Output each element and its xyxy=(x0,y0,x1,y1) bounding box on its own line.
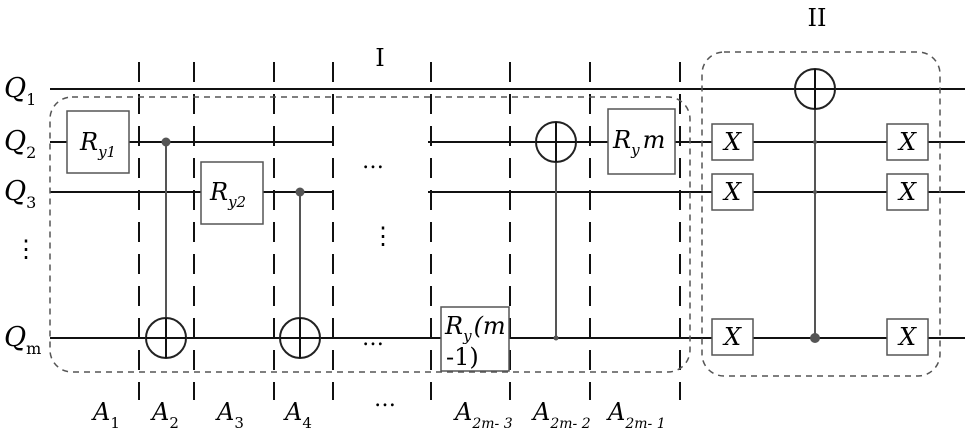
region-two-label: II xyxy=(808,4,827,32)
x-gate-q3-right: X xyxy=(886,173,929,211)
xor-target-cnot-1 xyxy=(145,317,187,359)
x-gate-q2-right: X xyxy=(886,123,929,161)
region-one-label: I xyxy=(375,44,384,72)
ellipsis-vertical-middle: ⋮ xyxy=(371,222,395,250)
control-dot-cnot-1 xyxy=(161,137,171,147)
gate-rym-minus-1: Ry(m -1) xyxy=(440,306,510,372)
svg-text:X: X xyxy=(722,178,742,206)
region-one-outline xyxy=(49,96,691,373)
step-label-a1: A1 xyxy=(91,398,120,432)
svg-text:X: X xyxy=(722,128,742,156)
x-gate-qm-left: X xyxy=(711,318,754,356)
step-label-ellipsis: … xyxy=(374,387,396,412)
ellipsis-q2: … xyxy=(362,149,384,174)
qubit-label-q2: Q2 xyxy=(4,126,36,162)
step-label-a4: A4 xyxy=(283,398,312,432)
qubit-wires xyxy=(50,88,965,339)
gate-ry2: Ry2 xyxy=(200,161,264,225)
control-dot-multi xyxy=(810,333,820,343)
step-label-a3: A3 xyxy=(215,398,244,432)
svg-text:X: X xyxy=(897,178,917,206)
svg-text:X: X xyxy=(722,323,742,351)
xor-target-cnot-2 xyxy=(279,317,321,359)
qubit-label-vdots: ⋮ xyxy=(14,235,38,263)
step-labels: A1 A2 A3 A4 … A2m- 3 A2m- 2 A2m- 1 xyxy=(91,387,666,432)
step-label-a2m-2: A2m- 2 xyxy=(531,398,591,432)
x-gate-qm-right: X xyxy=(886,318,929,356)
x-gate-q3-left: X xyxy=(711,173,754,211)
svg-text:Ry(m: Ry(m xyxy=(444,312,506,345)
control-dot-cnot-3 xyxy=(553,335,559,341)
control-dot-cnot-2 xyxy=(295,187,305,197)
step-label-a2m-1: A2m- 1 xyxy=(606,398,666,432)
svg-text:Ry1: Ry1 xyxy=(79,128,116,161)
ellipsis-qm: … xyxy=(362,326,384,351)
qubit-label-qm: Qm xyxy=(4,322,41,358)
svg-text:Ry2: Ry2 xyxy=(209,178,246,211)
xor-target-cnot-3 xyxy=(535,121,577,163)
svg-text:X: X xyxy=(897,323,917,351)
control-dot-q3-small xyxy=(813,190,817,194)
gate-ry1: Ry1 xyxy=(66,110,130,174)
qubit-label-q3: Q3 xyxy=(4,176,36,212)
svg-text:-1): -1) xyxy=(446,343,479,371)
region-two-outline xyxy=(701,51,941,377)
barriers xyxy=(138,62,681,400)
qubit-label-q1: Q1 xyxy=(4,73,36,109)
svg-text:Rym: Rym xyxy=(612,126,665,159)
step-label-a2m-3: A2m- 3 xyxy=(453,398,513,432)
x-gate-q2-left: X xyxy=(711,123,754,161)
xor-target-multi xyxy=(794,68,836,110)
step-label-a2: A2 xyxy=(150,398,179,432)
svg-text:X: X xyxy=(897,128,917,156)
qubit-labels: Q1 Q2 Q3 ⋮ Qm xyxy=(4,73,41,358)
control-dot-q2-small xyxy=(813,140,817,144)
